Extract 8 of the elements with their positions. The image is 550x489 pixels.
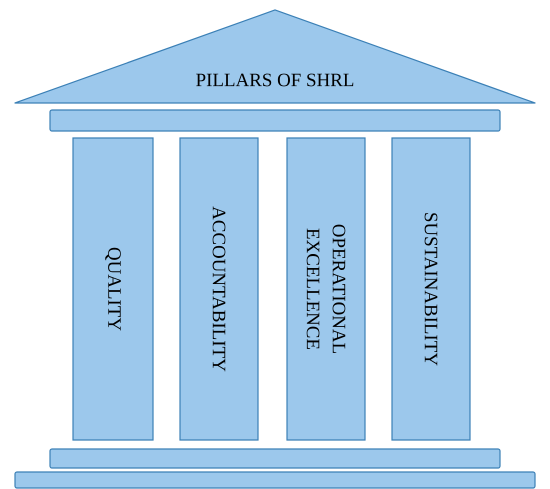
- pillar: QUALITY: [72, 137, 154, 441]
- top-beam: [49, 109, 501, 132]
- pillar: OPERATIONAL EXCELLENCE: [286, 137, 366, 441]
- pillar: ACCOUNTABILITY: [179, 137, 259, 441]
- roof-triangle: PILLARS OF SHRL: [14, 9, 536, 104]
- base-step: [49, 448, 501, 469]
- base-step: [14, 471, 536, 489]
- pillar: SUSTAINABILITY: [391, 137, 471, 441]
